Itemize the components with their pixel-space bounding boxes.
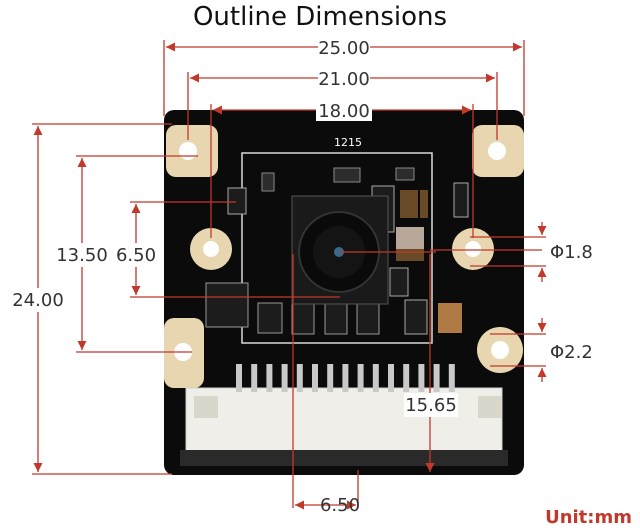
camera-lens <box>291 195 389 305</box>
label-width-holes: 21.00 <box>318 69 370 90</box>
connector-pin <box>327 364 334 392</box>
label-lens-horizontal: 6.50 <box>320 495 360 516</box>
connector-pins <box>236 364 455 392</box>
connector-pin <box>357 364 364 392</box>
label-width-overall: 25.00 <box>318 38 370 59</box>
connector-pin <box>448 364 455 392</box>
label-small-hole-diameter: Φ1.8 <box>550 242 593 263</box>
connector-pin <box>251 364 258 392</box>
connector-pin <box>403 364 410 392</box>
connector-pin <box>388 364 394 392</box>
connector-pin <box>372 364 379 392</box>
dimension-labels: 25.00 21.00 18.00 24.00 13.50 6.50 Φ1.8 … <box>10 36 593 516</box>
label-lens-to-connector: 15.65 <box>405 395 457 416</box>
label-height-holes: 13.50 <box>56 245 108 266</box>
mounting-pad-top-left <box>166 125 218 177</box>
smd-components <box>205 167 469 335</box>
mounting-pad-low-left <box>164 318 204 388</box>
connector-pin <box>312 364 318 392</box>
mounting-pad-low-right <box>477 327 523 373</box>
connector-pin <box>342 364 349 392</box>
connector-pin <box>266 364 273 392</box>
silkscreen-box <box>241 152 433 344</box>
connector-pin <box>433 364 440 392</box>
connector-pin <box>296 364 303 392</box>
mounting-pad-mid-left <box>190 228 232 270</box>
label-width-inner: 18.00 <box>318 101 370 122</box>
diagram-title: Outline Dimensions <box>192 2 448 32</box>
mounting-pad-mid-right <box>452 228 494 270</box>
camera-board: 1215 <box>164 110 524 475</box>
connector-pin <box>236 364 242 392</box>
connector-pin <box>281 364 288 392</box>
label-height-lens: 6.50 <box>116 245 156 266</box>
fpc-connector <box>180 364 508 466</box>
label-large-hole-diameter: Φ2.2 <box>550 342 593 363</box>
board-label: 1215 <box>334 136 362 149</box>
unit-label: Unit:mm <box>545 507 632 528</box>
label-height-overall: 24.00 <box>12 290 64 311</box>
mounting-pad-top-right <box>472 125 524 177</box>
connector-pin <box>418 364 425 392</box>
